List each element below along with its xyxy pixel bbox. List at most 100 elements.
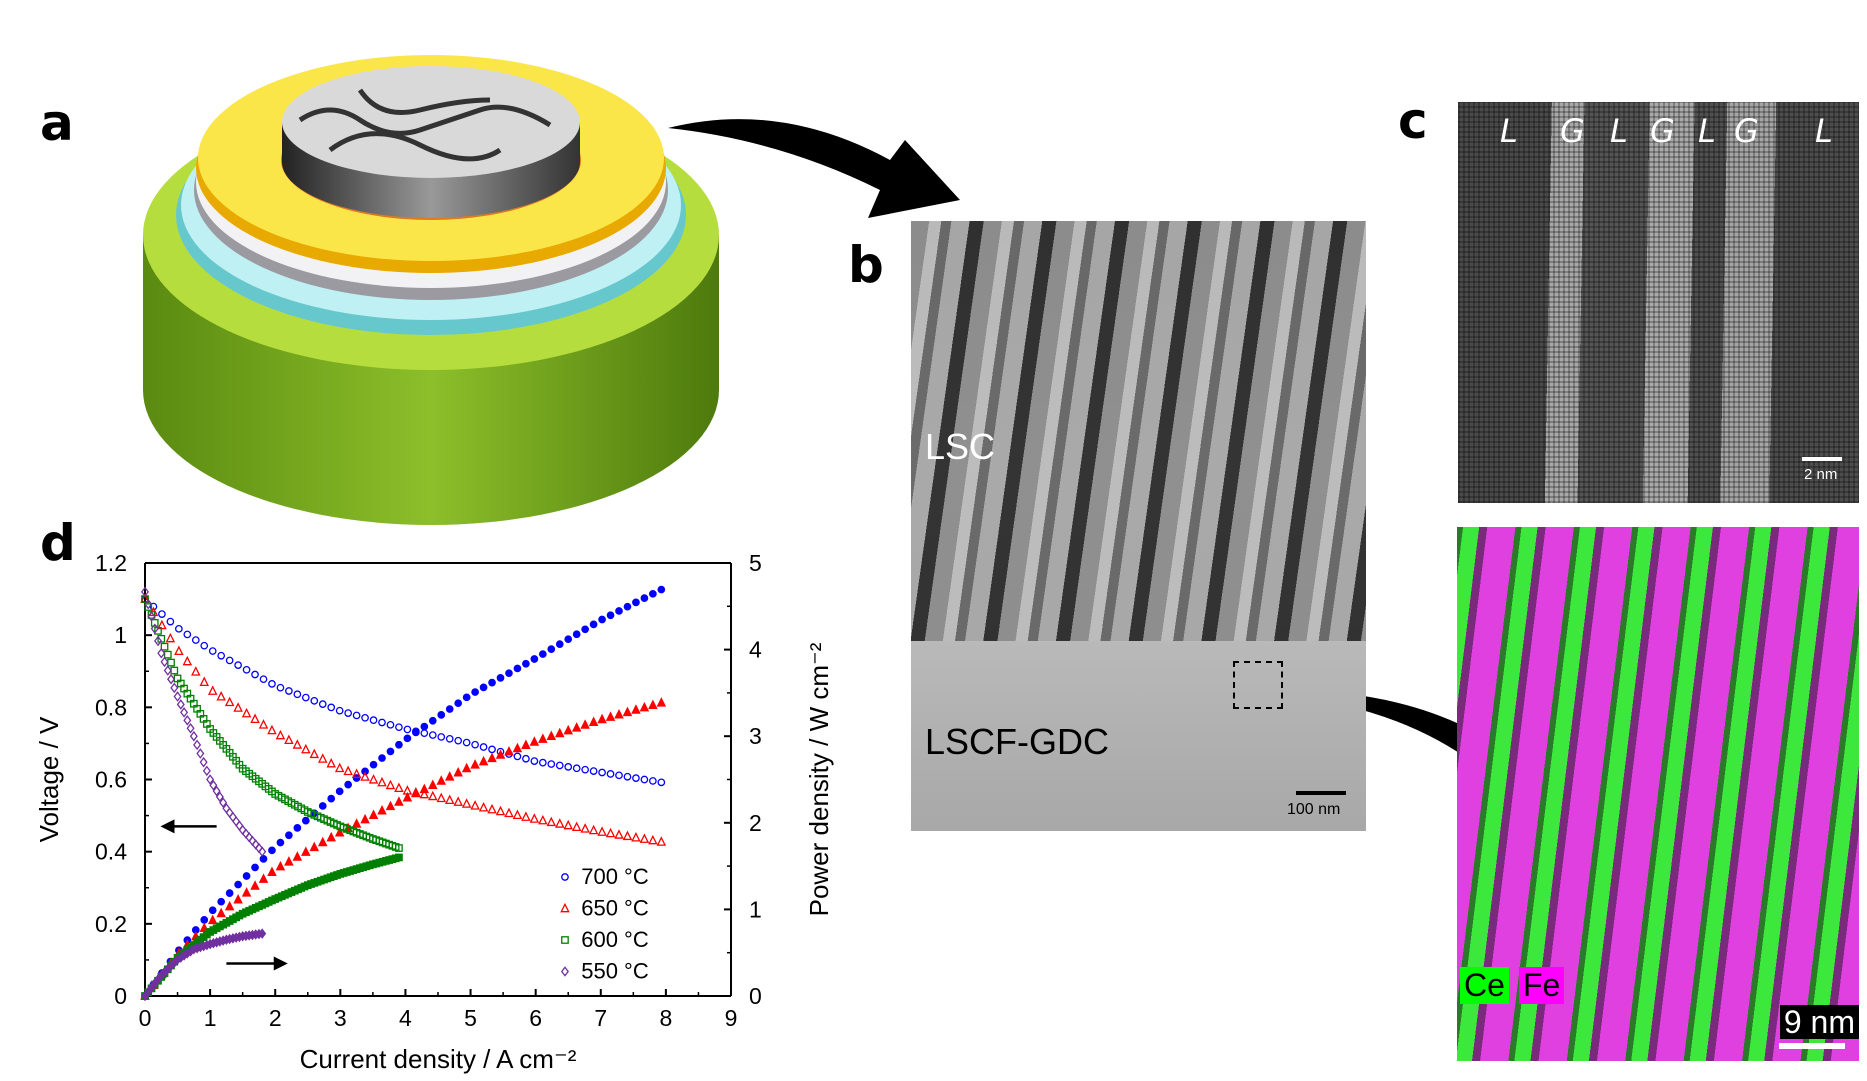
power-point bbox=[284, 856, 294, 866]
voltage-point bbox=[160, 656, 169, 668]
power-point bbox=[403, 734, 412, 743]
y-tick-label: 0.4 bbox=[95, 839, 127, 865]
power-point bbox=[478, 755, 489, 766]
y-tick-label: 0.8 bbox=[95, 694, 127, 720]
voltage-point bbox=[258, 846, 267, 857]
voltage-point bbox=[419, 788, 430, 799]
voltage-point bbox=[219, 797, 228, 808]
power-point bbox=[639, 701, 650, 712]
power-point bbox=[571, 722, 582, 732]
voltage-point bbox=[175, 624, 183, 633]
voltage-point bbox=[318, 753, 328, 763]
power-point bbox=[420, 722, 429, 731]
power-point bbox=[495, 749, 506, 759]
power-point bbox=[217, 897, 226, 906]
voltage-point bbox=[144, 603, 153, 611]
stack-label: G bbox=[1650, 112, 1675, 150]
voltage-point bbox=[632, 774, 640, 782]
power-point bbox=[656, 697, 667, 707]
voltage-point bbox=[242, 665, 251, 674]
voltage-point bbox=[209, 780, 218, 791]
power-point bbox=[385, 800, 396, 811]
power-point bbox=[444, 771, 455, 781]
x-tick-label: 1 bbox=[204, 1005, 217, 1031]
voltage-point bbox=[154, 626, 162, 635]
voltage-point bbox=[167, 673, 176, 685]
y-tick-label: 1.2 bbox=[95, 550, 127, 576]
voltage-point bbox=[351, 768, 362, 778]
voltage-point bbox=[173, 691, 182, 702]
voltage-point bbox=[344, 709, 352, 717]
voltage-point bbox=[326, 757, 336, 768]
voltage-point bbox=[235, 820, 244, 831]
x-tick-label: 9 bbox=[725, 1005, 738, 1031]
label-lsc: LSC bbox=[925, 426, 996, 467]
power-point bbox=[572, 630, 581, 639]
y2-tick-label: 3 bbox=[749, 723, 762, 749]
voltage-point bbox=[224, 696, 235, 707]
voltage-point bbox=[251, 670, 259, 679]
voltage-point bbox=[555, 818, 565, 828]
y-tick-label: 0.6 bbox=[95, 767, 127, 793]
voltage-point bbox=[640, 775, 649, 784]
panel-label-a: a bbox=[40, 94, 74, 152]
voltage-point bbox=[471, 740, 479, 749]
power-point bbox=[479, 683, 488, 692]
power-point bbox=[352, 774, 361, 782]
lscf-gdc-layer bbox=[911, 641, 1366, 831]
voltage-point bbox=[606, 770, 615, 778]
power-point bbox=[538, 650, 547, 658]
voltage-point bbox=[199, 676, 210, 686]
voltage-point bbox=[470, 800, 480, 810]
voltage-point bbox=[183, 715, 192, 726]
voltage-point bbox=[436, 792, 447, 803]
voltage-point bbox=[318, 700, 327, 708]
voltage-point bbox=[512, 809, 523, 820]
voltage-point bbox=[656, 836, 667, 846]
eds-map-image: Ce Fe 9 nm bbox=[1457, 527, 1859, 1061]
power-point bbox=[334, 827, 345, 837]
voltage-point bbox=[657, 778, 666, 787]
voltage-point bbox=[234, 661, 242, 669]
power-point bbox=[454, 699, 463, 708]
power-point bbox=[419, 783, 430, 794]
power-point bbox=[233, 894, 243, 904]
voltage-point bbox=[182, 655, 193, 666]
scale-bar bbox=[1296, 791, 1346, 795]
arrow-a-to-b bbox=[668, 119, 960, 218]
power-point bbox=[258, 873, 269, 883]
voltage-point bbox=[522, 754, 530, 763]
voltage-point bbox=[513, 752, 522, 761]
power-point bbox=[512, 742, 523, 753]
power-point bbox=[208, 906, 217, 915]
voltage-point bbox=[529, 813, 540, 823]
voltage-point bbox=[232, 816, 241, 827]
x-tick-label: 4 bbox=[399, 1005, 412, 1031]
voltage-point bbox=[454, 736, 463, 745]
voltage-point bbox=[378, 718, 386, 727]
legend-label: 550 °C bbox=[581, 959, 649, 984]
voltage-point bbox=[293, 690, 302, 699]
power-point bbox=[251, 863, 259, 872]
voltage-point bbox=[284, 734, 294, 745]
voltage-point bbox=[170, 666, 179, 675]
voltage-point bbox=[530, 757, 539, 765]
voltage-point bbox=[160, 642, 169, 651]
voltage-point bbox=[495, 805, 506, 816]
voltage-point bbox=[275, 729, 286, 740]
voltage-point bbox=[165, 632, 176, 643]
voltage-point bbox=[361, 713, 369, 722]
voltage-point bbox=[420, 729, 429, 738]
power-point bbox=[614, 709, 624, 719]
power-point bbox=[378, 754, 386, 762]
legend-label: 650 °C bbox=[581, 896, 649, 921]
voltage-point bbox=[343, 765, 353, 776]
voltage-point bbox=[335, 706, 344, 715]
stack-label: L bbox=[1815, 112, 1833, 150]
voltage-point bbox=[150, 623, 159, 634]
power-point bbox=[529, 736, 540, 746]
legend-marker bbox=[560, 902, 570, 913]
voltage-point bbox=[521, 811, 531, 821]
power-point bbox=[437, 711, 446, 719]
x-tick-label: 0 bbox=[139, 1005, 152, 1031]
